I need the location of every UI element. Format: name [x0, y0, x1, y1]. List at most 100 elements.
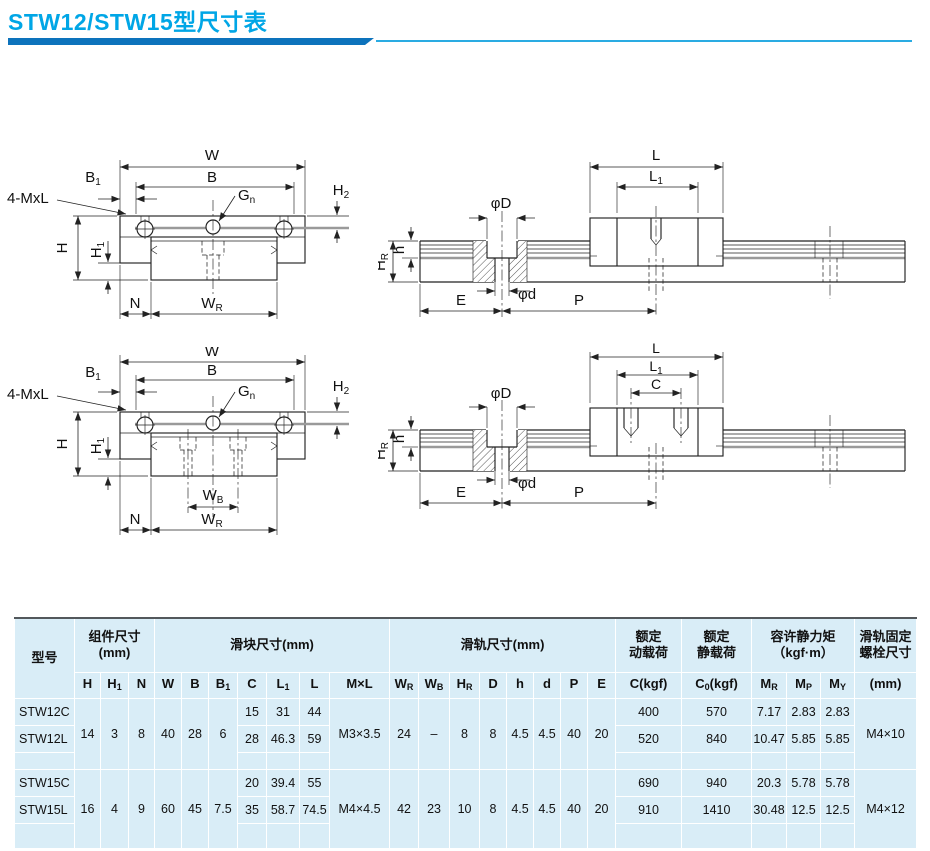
cell-MP: 5.78 [786, 768, 822, 797]
dim-H1-label: H1 [88, 241, 107, 258]
cell-bolt: M4×12 [854, 768, 918, 849]
cell-C: 35 [237, 795, 267, 824]
cell-C: 20 [237, 768, 267, 797]
header-group-rail: 滑轨尺寸(mm) [389, 617, 617, 673]
cell-empty [820, 751, 856, 770]
side-view-c-type-diagram: L L1 φD φd E P h HR [378, 147, 906, 317]
col-header-bolt-mm: (mm) [854, 671, 918, 699]
col-header-MY: MY [820, 671, 856, 699]
col-header-B: B [181, 671, 209, 699]
col-header-d: d [533, 671, 562, 699]
cell-C0: 940 [681, 768, 753, 797]
cell-C: 15 [237, 697, 267, 726]
cell-empty [299, 751, 330, 770]
table-row-stw15c: STW15C 16 4 9 60 45 7.5 20 39.4 55 M4×4.… [14, 768, 918, 849]
dim-W-label: W [205, 347, 220, 360]
cell-d: 4.5 [533, 697, 562, 770]
side-view-l-type-diagram: L L1 C φD φd E P h HR [378, 343, 906, 509]
header-group-bolt: 滑轨固定 螺栓尺寸 [854, 617, 918, 673]
cell-empty [681, 822, 753, 849]
cell-Ckgf: 690 [615, 768, 683, 797]
cell-MP: 5.85 [786, 724, 822, 753]
cell-MP: 12.5 [786, 795, 822, 824]
dim-W-label: W [205, 147, 220, 164]
header-bolt-line2: 螺栓尺寸 [859, 645, 912, 661]
cell-WR: 42 [389, 768, 420, 849]
cell-H1: 4 [100, 768, 129, 849]
col-header-C0kgf: C0(kgf) [681, 671, 753, 699]
cell-HR: 8 [449, 697, 481, 770]
col-header-MR: MR [751, 671, 788, 699]
col-header-B1: B1 [208, 671, 238, 699]
cell-D: 8 [479, 768, 508, 849]
cell-MY: 5.78 [820, 768, 856, 797]
cell-H1: 3 [100, 697, 129, 770]
cell-empty [615, 822, 683, 849]
cell-empty [266, 751, 300, 770]
cell-Ckgf: 910 [615, 795, 683, 824]
header-row-columns: H H1 N W B B1 C L1 L M×L WR WB HR D h d … [15, 671, 918, 699]
table-row-spacer [14, 822, 917, 849]
header-group-dynamic-load: 额定 动载荷 [615, 617, 683, 673]
cell-empty [14, 822, 75, 849]
col-header-MxL: M×L [328, 671, 391, 699]
dim-L-label: L [652, 147, 660, 164]
dim-phiD-label: φD [491, 195, 512, 212]
header-group-moment: 容许静力矩 （kgf·m） [751, 617, 856, 673]
header-row-groups: 型号 组件尺寸 (mm) 滑块尺寸(mm) 滑轨尺寸(mm) 额定 动载荷 额定… [14, 617, 918, 699]
cell-empty [786, 751, 822, 770]
dim-E-label: E [456, 292, 466, 309]
dim-WR-label: WR [201, 511, 222, 530]
col-header-H: H [74, 671, 101, 699]
cell-MP: 2.83 [786, 697, 822, 726]
cell-MY: 2.83 [820, 697, 856, 726]
col-header-P: P [560, 671, 589, 699]
header-group-block: 滑块尺寸(mm) [153, 617, 391, 673]
cell-L: 74.5 [299, 795, 330, 824]
header-stat-line1: 额定 [703, 629, 730, 644]
dimension-table: 型号 组件尺寸 (mm) 滑块尺寸(mm) 滑轨尺寸(mm) 额定 动载荷 额定… [14, 617, 918, 849]
col-header-WR: WR [389, 671, 420, 699]
header-moment-line2: （kgf·m） [772, 645, 834, 661]
cell-MR: 30.48 [751, 795, 788, 824]
col-header-L: L [299, 671, 330, 699]
col-header-L1: L1 [266, 671, 300, 699]
dimension-table-wrap: 型号 组件尺寸 (mm) 滑块尺寸(mm) 滑轨尺寸(mm) 额定 动载荷 额定… [14, 617, 918, 849]
cell-model: STW12C [14, 697, 75, 726]
cell-empty [14, 751, 75, 770]
cell-empty [751, 822, 788, 849]
cell-L: 55 [299, 768, 330, 797]
header-dyn-line1: 额定 [635, 629, 662, 644]
col-header-WB: WB [418, 671, 451, 699]
cell-MxL: M4×4.5 [328, 768, 391, 849]
dim-phiD-label: φD [491, 385, 512, 402]
cross-section-c-type-diagram: W B B1 4-MxL Gn H2 H H1 N WR [7, 147, 350, 319]
cell-empty [615, 751, 683, 770]
dim-Gn-label: Gn [238, 383, 255, 402]
dim-B-label: B [207, 362, 217, 379]
cell-WB: – [418, 697, 451, 770]
dim-HR-label: HR [378, 253, 391, 271]
cell-empty [266, 822, 300, 849]
col-header-H1: H1 [100, 671, 129, 699]
dim-B1-label: B1 [85, 169, 101, 188]
cell-Ckgf: 520 [615, 724, 683, 753]
cell-N: 8 [128, 697, 155, 770]
dim-WB-label: WB [203, 487, 224, 506]
cell-MY: 5.85 [820, 724, 856, 753]
col-header-MP: MP [786, 671, 822, 699]
cell-empty [681, 751, 753, 770]
col-header-E: E [587, 671, 617, 699]
cell-Ckgf: 400 [615, 697, 683, 726]
cell-L: 59 [299, 724, 330, 753]
cell-B: 45 [181, 768, 209, 849]
dim-H2-label: H2 [333, 182, 350, 201]
dim-E-label: E [456, 484, 466, 501]
cell-HR: 10 [449, 768, 481, 849]
cell-d: 4.5 [533, 768, 562, 849]
cell-L: 44 [299, 697, 330, 726]
cell-MR: 20.3 [751, 768, 788, 797]
cell-W: 40 [154, 697, 182, 770]
cell-B: 28 [181, 697, 209, 770]
dim-B-label: B [207, 169, 217, 186]
